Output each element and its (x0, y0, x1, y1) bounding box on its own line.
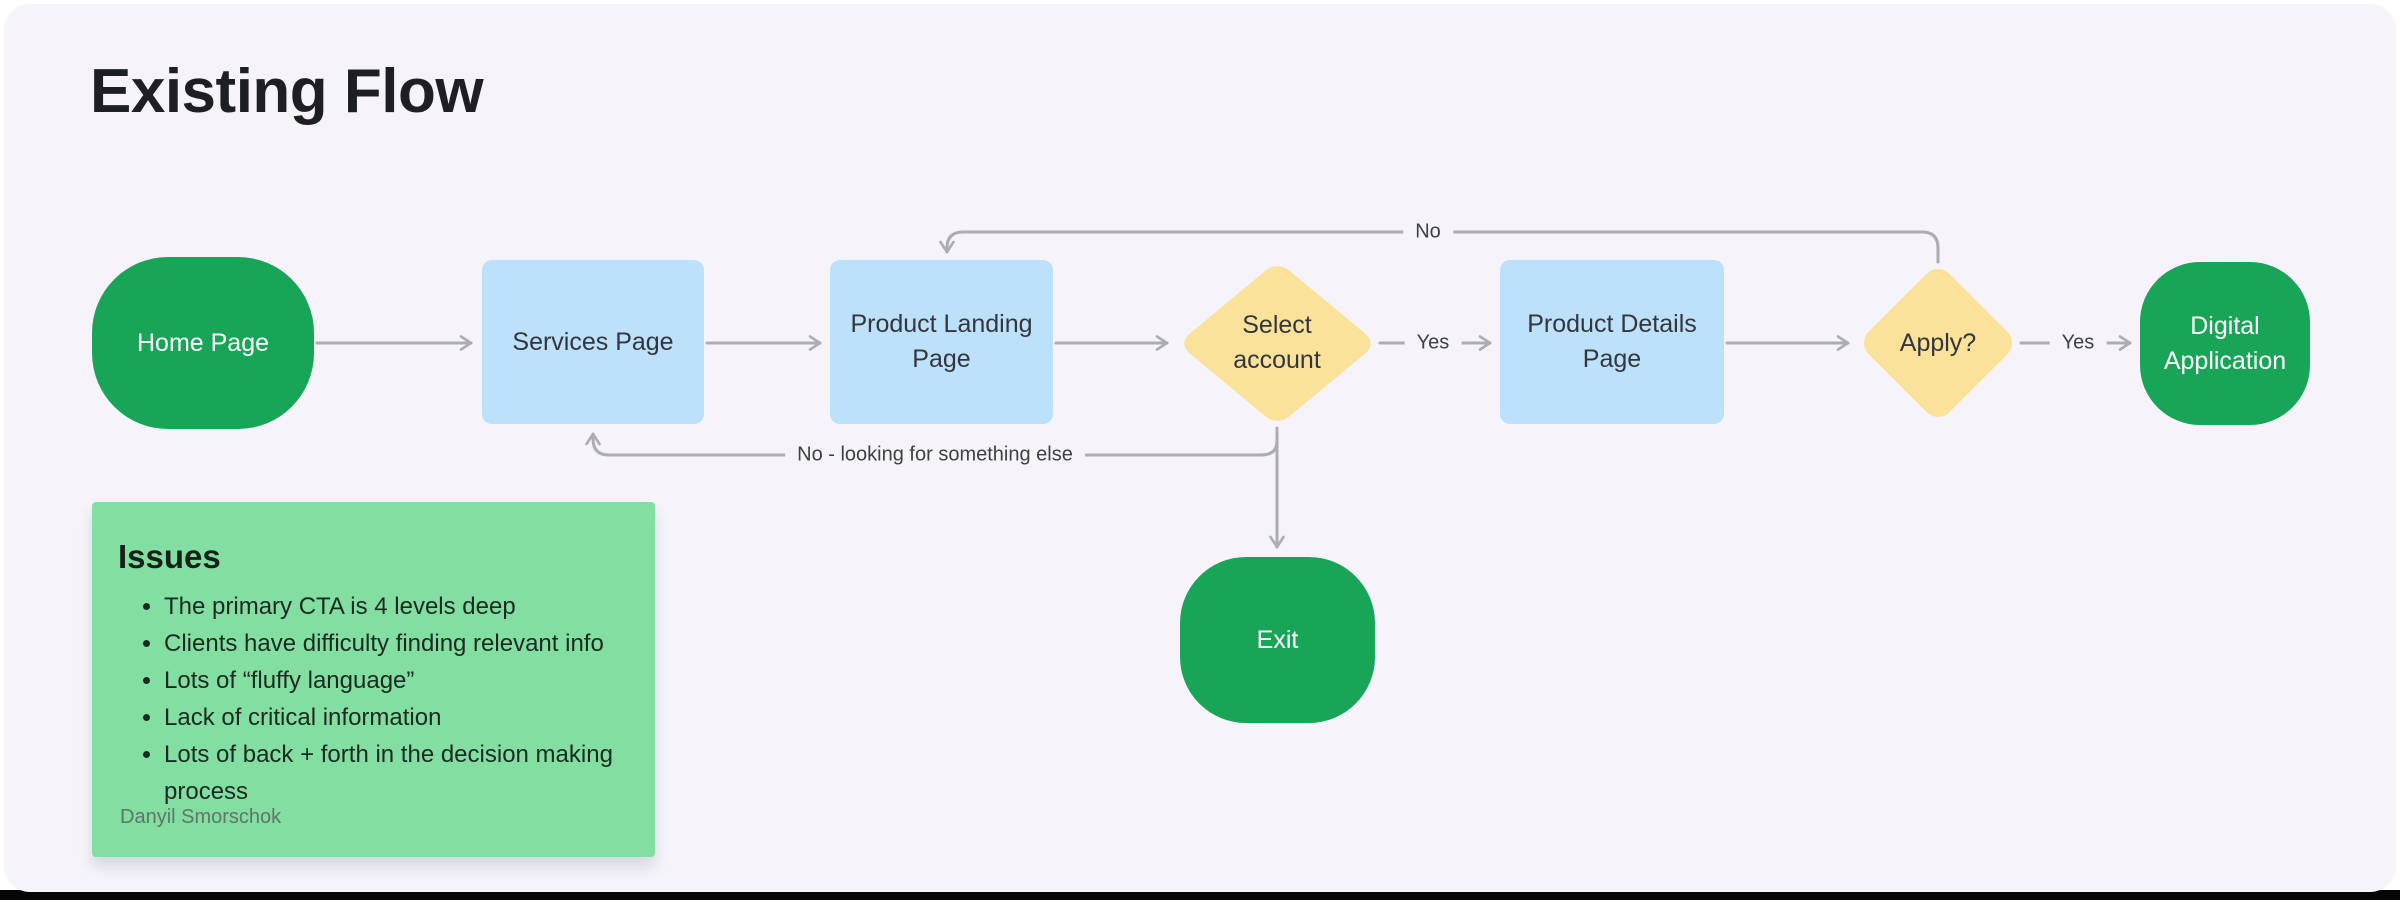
note-bullet: Lots of “fluffy language” (164, 662, 625, 699)
node-label: Product Landing Page (850, 310, 1033, 373)
node-label: Exit (1256, 625, 1299, 654)
node-label: Digital Application (2163, 311, 2287, 375)
note-author: Danyil Smorschok (120, 806, 282, 828)
node-label: Services Page (512, 327, 674, 356)
flow-node-select-account[interactable]: Select account (1177, 260, 1377, 426)
node-label: Apply? (1899, 328, 1977, 357)
note-title: Issues (118, 538, 221, 575)
edge-label-no-looking-for-something-else: No - looking for something else (785, 440, 1085, 470)
note-bullet: The primary CTA is 4 levels deep (164, 588, 625, 625)
flow-node-apply[interactable]: Apply? (1857, 262, 2019, 424)
node-label: Select account (1233, 311, 1321, 374)
edge-label-no: No (1403, 217, 1453, 247)
page-title: Existing Flow (90, 57, 484, 126)
flow-node-home-page[interactable]: Home Page (92, 257, 314, 429)
flow-node-product-details-page[interactable]: Product Details Page (1500, 260, 1724, 424)
note-bullet: Lack of critical information (164, 699, 625, 736)
flow-node-digital-application[interactable]: Digital Application (2140, 262, 2310, 425)
node-label: Product Details Page (1527, 310, 1697, 373)
edge-label-yes: Yes (1404, 328, 1462, 358)
issues-sticky-note[interactable]: Issues The primary CTA is 4 levels deep … (92, 502, 655, 857)
edge-label-yes: Yes (2049, 328, 2107, 358)
note-bullet: Clients have difficulty finding relevant… (164, 625, 625, 662)
note-bullet-list: The primary CTA is 4 levels deep Clients… (118, 588, 625, 810)
flow-node-product-landing-page[interactable]: Product Landing Page (830, 260, 1053, 424)
note-bullet: Lots of back + forth in the decision mak… (164, 736, 625, 810)
flow-node-services-page[interactable]: Services Page (482, 260, 704, 424)
bottom-edge-bar (0, 890, 2400, 900)
node-label: Home Page (136, 328, 270, 357)
flow-node-exit[interactable]: Exit (1180, 557, 1375, 723)
